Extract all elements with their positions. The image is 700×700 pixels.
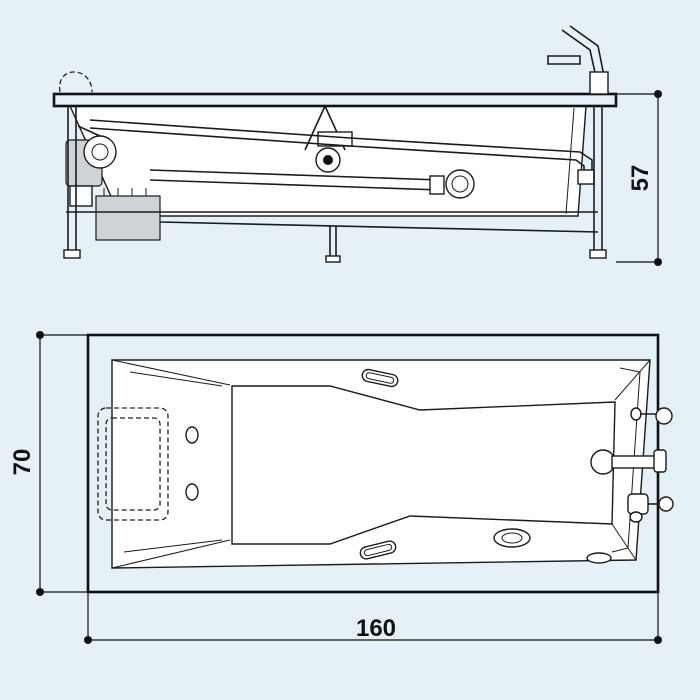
side-elevation-view bbox=[52, 25, 662, 266]
length-label: 160 bbox=[356, 615, 396, 642]
headrest-outline bbox=[58, 71, 93, 93]
pump-motor bbox=[65, 125, 117, 207]
side-fitting bbox=[577, 169, 595, 185]
overflow-drain bbox=[445, 169, 475, 199]
jet-back-upper bbox=[185, 426, 199, 444]
frame-leg-left bbox=[67, 106, 77, 250]
lower-pipe-wall bbox=[149, 179, 441, 191]
pipe-fitting bbox=[429, 175, 445, 195]
tub-floor bbox=[231, 385, 616, 545]
foot-left bbox=[63, 249, 81, 259]
slope-lines-inner bbox=[123, 371, 223, 553]
side-jet bbox=[493, 528, 531, 548]
dimension-length bbox=[84, 592, 662, 644]
frame-leg-center bbox=[329, 226, 337, 256]
control-box-cables bbox=[103, 188, 147, 196]
faucet-fittings bbox=[611, 407, 674, 523]
dimension-height bbox=[616, 90, 662, 266]
lower-pipe bbox=[149, 169, 441, 181]
valve-core bbox=[323, 155, 333, 165]
foot-center bbox=[325, 255, 341, 263]
faucet bbox=[547, 25, 609, 95]
control-box bbox=[95, 195, 161, 241]
handle-top bbox=[361, 368, 399, 388]
height-label: 57 bbox=[627, 165, 654, 192]
handle-bottom bbox=[359, 540, 397, 560]
tub-inner-edge bbox=[565, 107, 575, 215]
headrest bbox=[97, 407, 169, 521]
overflow bbox=[586, 552, 612, 564]
headrest-inner bbox=[105, 417, 161, 511]
bracket-plate bbox=[317, 131, 353, 147]
overflow-drain-inner bbox=[451, 175, 469, 193]
tub-rim bbox=[52, 92, 618, 108]
upper-pipe bbox=[89, 119, 593, 178]
frame-leg-right bbox=[593, 106, 603, 250]
dimension-width bbox=[36, 331, 88, 596]
frame-rail-lower bbox=[159, 221, 599, 233]
width-label: 70 bbox=[9, 449, 36, 476]
slope-lines bbox=[111, 359, 651, 569]
jet-back-lower bbox=[185, 483, 199, 501]
foot-right bbox=[589, 249, 607, 259]
top-plan-view bbox=[36, 331, 674, 644]
